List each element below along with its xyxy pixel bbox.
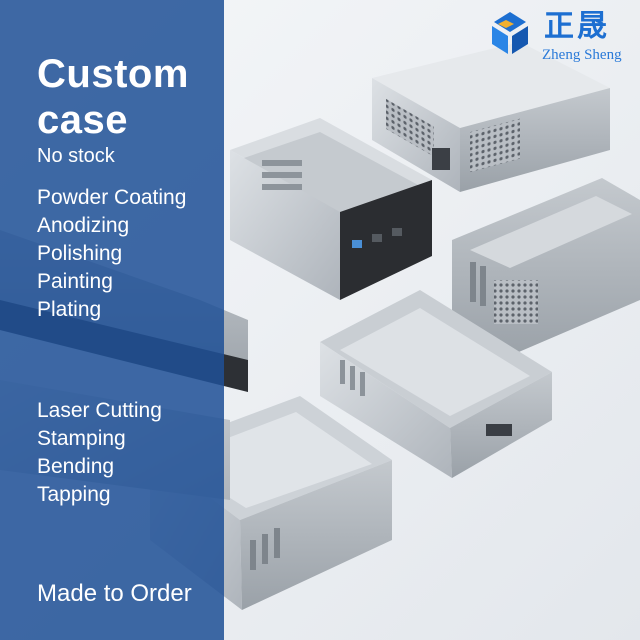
finish-item: Plating [37, 298, 102, 321]
headline-custom: Custom [37, 52, 189, 96]
process-item: Stamping [37, 427, 126, 450]
brand-name-en: Zheng Sheng [542, 47, 622, 63]
finish-item: Anodizing [37, 214, 130, 237]
made-to-order-label: Made to Order [37, 580, 192, 607]
info-panel: Custom case No stock Powder Coating Anod… [0, 0, 224, 640]
process-item: Bending [37, 455, 115, 478]
headline-case: case [37, 98, 128, 142]
zheng-sheng-logo-icon [492, 12, 528, 54]
brand-logo: 正晟 Zheng Sheng [482, 10, 634, 66]
center-open-case [320, 290, 552, 478]
finish-item: Polishing [37, 242, 123, 265]
finish-item: Powder Coating [37, 186, 187, 209]
finish-item: Painting [37, 270, 113, 293]
process-item: Tapping [37, 483, 111, 506]
no-stock-label: No stock [37, 145, 115, 167]
brand-name-cn: 正晟 [544, 9, 610, 44]
dark-front-case [230, 118, 432, 300]
honeycomb-case [452, 178, 640, 360]
closed-case [372, 42, 610, 192]
process-item: Laser Cutting [37, 399, 162, 422]
